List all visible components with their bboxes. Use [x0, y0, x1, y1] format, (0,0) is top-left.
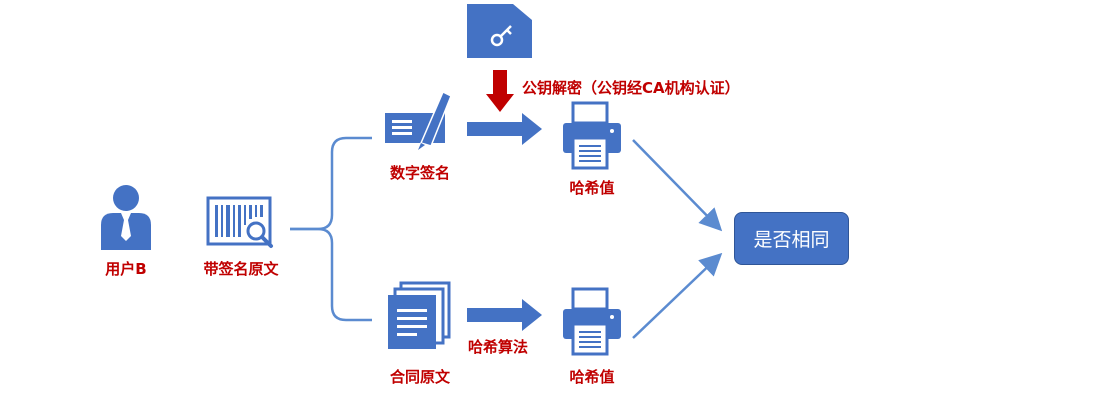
- barcode-search-icon: [206, 196, 273, 248]
- user-icon: [101, 185, 151, 250]
- contract-original-label: 合同原文: [389, 368, 451, 386]
- fork-bracket: [290, 136, 372, 322]
- contract-to-hash-arrow: [467, 299, 542, 331]
- signed-original-label: 带签名原文: [203, 260, 279, 278]
- hash-value-top-label: 哈希值: [569, 179, 615, 197]
- decrypt-down-arrow: [486, 70, 514, 112]
- top-hash-to-result-arrow: [632, 139, 723, 232]
- hash-algorithm-label: 哈希算法: [467, 338, 529, 356]
- user-label: 用户B: [105, 260, 147, 278]
- signature-to-hash-arrow: [467, 113, 542, 145]
- documents-icon: [388, 281, 451, 349]
- printer-icon: [563, 287, 621, 356]
- hash-value-bottom-label: 哈希值: [569, 368, 615, 386]
- result-box: 是否相同: [734, 212, 849, 265]
- printer-icon: [563, 101, 621, 170]
- bottom-hash-to-result-arrow: [632, 252, 723, 339]
- signature-icon: [385, 90, 452, 150]
- key-folder-icon: [467, 4, 532, 58]
- digital-signature-label: 数字签名: [389, 164, 451, 182]
- public-key-decrypt-label: 公钥解密（公钥经CA机构认证）: [522, 79, 740, 97]
